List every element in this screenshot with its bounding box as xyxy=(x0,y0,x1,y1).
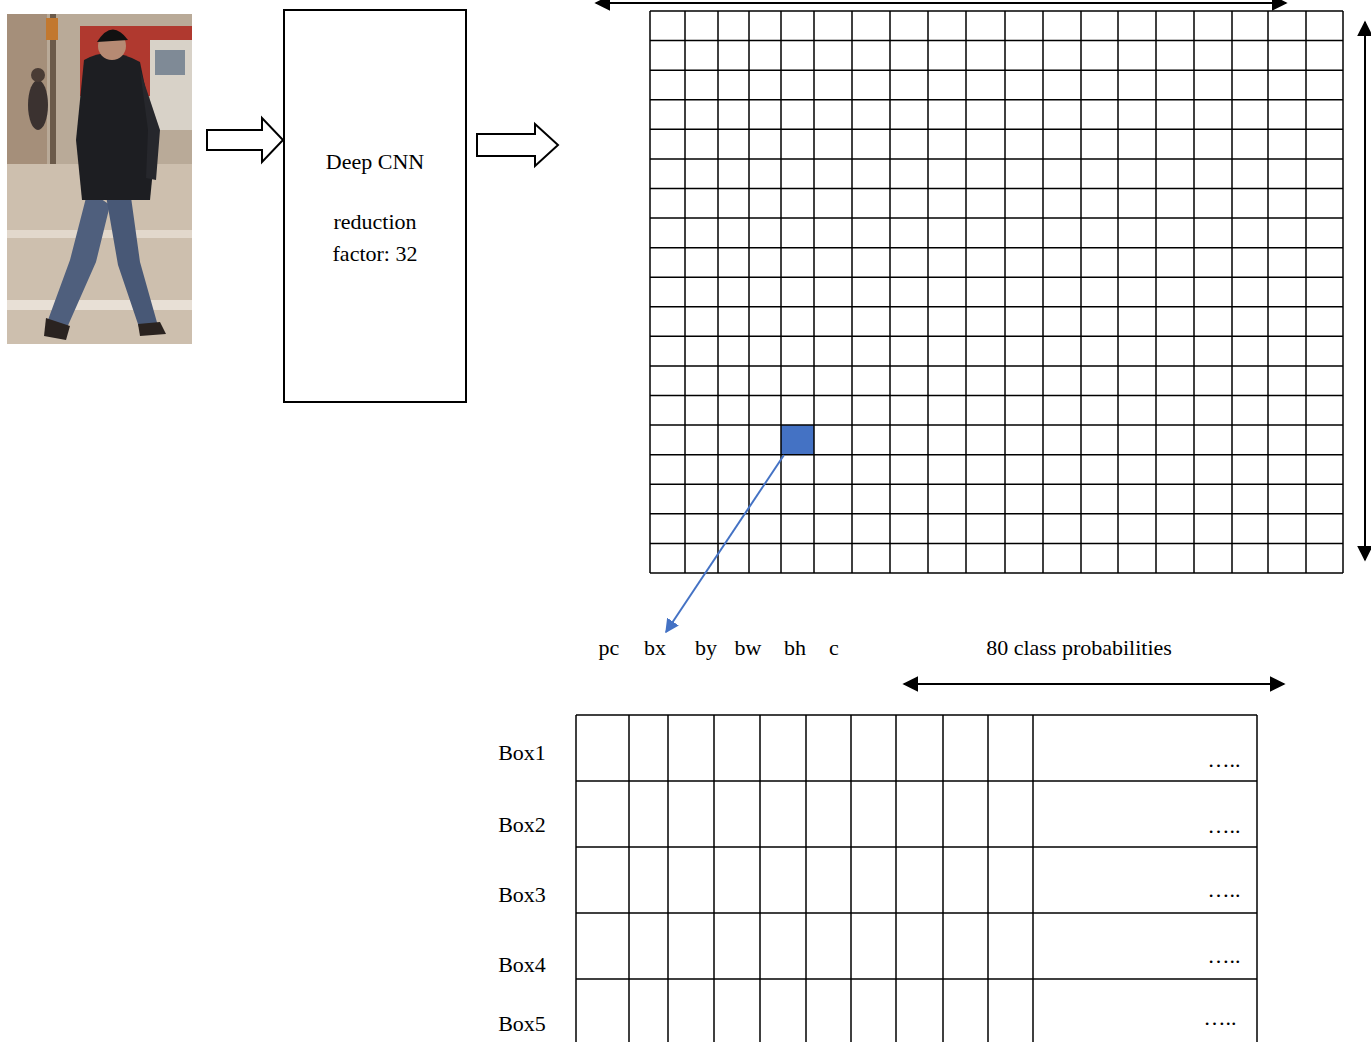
ellipsis: ….. xyxy=(1208,811,1241,841)
grid-line xyxy=(650,40,1343,42)
table-line xyxy=(576,780,1257,782)
table-line xyxy=(1256,715,1258,1042)
table-line xyxy=(575,715,577,1042)
field-name: bw xyxy=(735,633,762,663)
table-line xyxy=(576,846,1257,848)
grid-line xyxy=(650,10,1343,12)
row-label: Box2 xyxy=(498,810,546,840)
field-name: c xyxy=(829,633,839,663)
grid-line xyxy=(684,11,686,573)
pedestrian-photo xyxy=(7,14,192,344)
grid-line xyxy=(748,11,750,573)
box-title: Deep CNN xyxy=(295,146,455,178)
width-arrow xyxy=(596,2,1286,4)
process-box: Deep CNN reduction factor: 32 xyxy=(283,9,467,403)
height-arrow xyxy=(1364,22,1366,560)
grid-line xyxy=(650,572,1343,574)
grid-line xyxy=(717,11,719,573)
grid-line xyxy=(1042,11,1044,573)
grid-line xyxy=(650,365,1343,367)
grid-line xyxy=(1267,11,1269,573)
table-line xyxy=(713,715,715,1042)
grid-line xyxy=(1155,11,1157,573)
table-line xyxy=(850,715,852,1042)
table-line xyxy=(1032,715,1034,1042)
grid-line xyxy=(1117,11,1119,573)
table-line xyxy=(628,715,630,1042)
row-label: Box1 xyxy=(498,738,546,768)
grid-line xyxy=(650,188,1343,190)
row-label: Box5 xyxy=(498,1009,546,1039)
grid-line xyxy=(650,99,1343,101)
grid-line xyxy=(813,11,815,573)
ellipsis: ….. xyxy=(1208,941,1241,971)
box-table xyxy=(576,715,1257,1042)
span-label: 80 class probabilities xyxy=(986,633,1172,663)
table-line xyxy=(942,715,944,1042)
selected-cell xyxy=(781,425,814,455)
flow-arrow xyxy=(477,124,558,166)
grid-line xyxy=(650,513,1343,515)
ellipsis: ….. xyxy=(1208,745,1241,775)
grid-line xyxy=(650,336,1343,338)
field-name: by xyxy=(695,633,717,663)
grid-line xyxy=(1231,11,1233,573)
grid-line xyxy=(889,11,891,573)
grid-line xyxy=(1305,11,1307,573)
grid-line xyxy=(650,158,1343,160)
grid-line xyxy=(927,11,929,573)
table-line xyxy=(987,715,989,1042)
grid-line xyxy=(650,129,1343,131)
table-line xyxy=(805,715,807,1042)
grid-line xyxy=(650,424,1343,426)
field-name: bh xyxy=(784,633,806,663)
table-line xyxy=(895,715,897,1042)
field-name: pc xyxy=(599,633,620,663)
grid-line xyxy=(649,11,651,573)
grid-line xyxy=(650,69,1343,71)
ellipsis: ….. xyxy=(1204,1003,1237,1033)
flow-arrow xyxy=(207,118,283,162)
grid-line xyxy=(650,454,1343,456)
grid-line xyxy=(650,276,1343,278)
grid-line xyxy=(1004,11,1006,573)
grid-line xyxy=(1342,11,1344,573)
table-line xyxy=(576,912,1257,914)
grid-line xyxy=(780,11,782,573)
table-line xyxy=(667,715,669,1042)
table-line xyxy=(576,978,1257,980)
leader-line xyxy=(666,455,784,632)
grid-line xyxy=(1193,11,1195,573)
table-line xyxy=(759,715,761,1042)
box-note: reduction factor: 32 xyxy=(310,206,440,270)
grid-line xyxy=(650,543,1343,545)
grid-line xyxy=(650,217,1343,219)
grid-line xyxy=(650,247,1343,249)
row-label: Box4 xyxy=(498,950,546,980)
grid-line xyxy=(650,306,1343,308)
grid-line xyxy=(1080,11,1082,573)
output-grid xyxy=(650,11,1343,573)
ellipsis: ….. xyxy=(1208,875,1241,905)
table-line xyxy=(576,714,1257,716)
class-span-arrow xyxy=(904,683,1284,685)
field-name: bx xyxy=(644,633,666,663)
grid-line xyxy=(965,11,967,573)
row-label: Box3 xyxy=(498,880,546,910)
grid-line xyxy=(650,484,1343,486)
grid-line xyxy=(650,395,1343,397)
grid-line xyxy=(851,11,853,573)
